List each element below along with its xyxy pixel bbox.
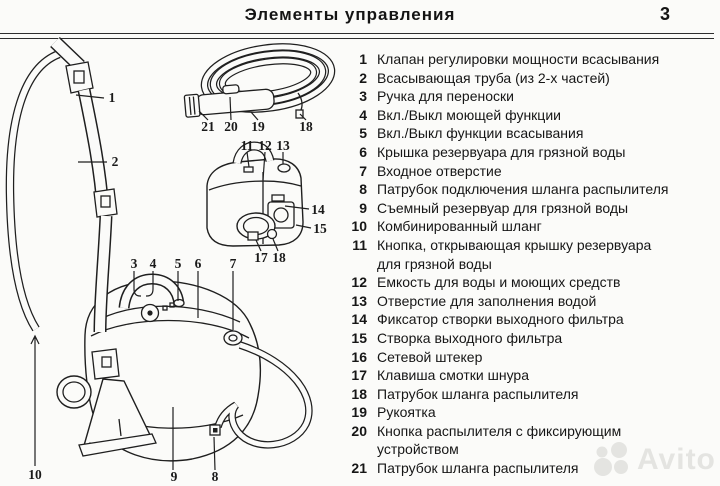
avito-watermark: Avito <box>592 440 716 480</box>
callout-11: 11 <box>241 138 254 153</box>
parts-list-item: 2 Всасывающая труба (из 2-х частей) <box>342 69 716 88</box>
callout-19: 19 <box>251 119 265 134</box>
parts-list-item: 5 Вкл./Выкл функции всасывания <box>342 124 716 143</box>
callout-3: 3 <box>131 256 138 271</box>
header-rule-top <box>0 33 714 34</box>
part-number: 9 <box>359 199 367 216</box>
part-label: Створка выходного фильтра <box>377 329 563 346</box>
part-number: 17 <box>351 367 367 384</box>
parts-list-item: 8 Патрубок подключения шланга распылителя <box>342 180 716 199</box>
part-label: Крышка резервуара для грязной воды <box>377 143 626 160</box>
parts-list-item: 7 Входное отверстие <box>342 162 716 181</box>
part-label: Патрубок шланга распылителя <box>377 385 579 402</box>
part-label: Емкость для воды и моющих средств <box>377 274 621 291</box>
part-label: Съемный резервуар для грязной воды <box>377 199 629 216</box>
part-number: 20 <box>351 422 367 439</box>
callout-18b: 18 <box>299 119 313 134</box>
callout-6: 6 <box>195 256 202 271</box>
rear-view-drawing <box>206 141 304 247</box>
callout-leaders <box>30 94 312 471</box>
avito-watermark-text: Avito <box>637 443 716 476</box>
part-label: Патрубок шланга распылителя <box>377 460 579 477</box>
spray-hose-drawing <box>183 43 336 119</box>
parts-list-item: 10 Комбинированный шланг <box>342 217 716 236</box>
callout-9: 9 <box>171 469 178 484</box>
part-label: Всасывающая труба (из 2-х частей) <box>377 69 610 86</box>
callout-13: 13 <box>276 138 290 153</box>
part-label: Вкл./Выкл функции всасывания <box>377 125 584 142</box>
combined-hose-drawing <box>5 50 61 332</box>
callout-20: 20 <box>224 119 238 134</box>
part-label: Патрубок подключения шланга распылителя <box>377 181 669 198</box>
parts-list-item: 6 Крышка резервуара для грязной воды <box>342 143 716 162</box>
part-number: 2 <box>359 69 367 86</box>
part-label: Клавиша смотки шнура <box>377 367 530 384</box>
parts-list-item: 3 Ручка для переноски <box>342 87 716 106</box>
part-number: 12 <box>351 274 367 291</box>
main-unit-drawing <box>56 273 313 462</box>
parts-list-item: 9 Съемный резервуар для грязной воды <box>342 199 716 218</box>
parts-list-item: 14 Фиксатор створки выходного фильтра <box>342 310 716 329</box>
parts-list-item: 12 Емкость для воды и моющих средств <box>342 273 716 292</box>
callout-5: 5 <box>175 256 182 271</box>
part-number: 6 <box>359 143 367 160</box>
part-label: Отверстие для заполнения водой <box>377 292 597 309</box>
callout-4: 4 <box>150 256 157 271</box>
page-title: Элементы управления <box>244 5 456 24</box>
part-label: Клапан регулировки мощности всасывания <box>377 51 660 67</box>
part-label: Входное отверстие <box>377 162 502 179</box>
callout-8: 8 <box>212 469 219 484</box>
callout-21: 21 <box>201 119 215 134</box>
parts-list-item: 13 Отверстие для заполнения водой <box>342 292 716 311</box>
part-number: 18 <box>351 385 367 402</box>
part-number: 21 <box>351 460 367 477</box>
callout-18c: 18 <box>272 250 286 265</box>
part-number: 10 <box>351 218 367 235</box>
part-number: 14 <box>351 311 367 328</box>
part-number: 4 <box>359 106 367 123</box>
parts-list-item: 1 Клапан регулировки мощности всасывания <box>342 50 716 69</box>
suction-tube-drawing <box>50 36 157 457</box>
callout-labels: 1 2 10 21 20 19 18 11 12 13 14 15 17 18 … <box>28 90 327 484</box>
parts-list-item: 4 Вкл./Выкл моющей функции <box>342 106 716 125</box>
part-number: 5 <box>359 125 367 142</box>
part-number: 8 <box>359 181 367 198</box>
callout-17: 17 <box>254 250 268 265</box>
callout-7: 7 <box>230 256 237 271</box>
part-number: 15 <box>351 329 367 346</box>
part-label: Вкл./Выкл моющей функции <box>377 106 561 123</box>
part-label: Ручка для переноски <box>377 88 514 105</box>
header-rule-bottom <box>0 37 714 39</box>
callout-2: 2 <box>112 154 119 169</box>
callout-15: 15 <box>313 221 327 236</box>
callout-14: 14 <box>311 202 325 217</box>
parts-list-item: 19 Рукоятка <box>342 403 716 422</box>
part-label: Комбинированный шланг <box>377 218 542 235</box>
part-number: 3 <box>359 88 367 105</box>
part-label: Сетевой штекер <box>377 348 483 365</box>
part-number: 16 <box>351 348 367 365</box>
part-number: 13 <box>351 292 367 309</box>
part-number: 19 <box>351 404 367 421</box>
part-number: 7 <box>359 162 367 179</box>
callout-10: 10 <box>28 467 42 482</box>
callout-1: 1 <box>109 90 116 105</box>
part-label: Фиксатор створки выходного фильтра <box>377 311 624 328</box>
parts-list-item: 15 Створка выходного фильтра <box>342 329 716 348</box>
parts-list-item: 16 Сетевой штекер <box>342 348 716 367</box>
page-number: 3 <box>659 4 670 24</box>
part-number: 11 <box>352 236 367 253</box>
parts-list-item: 18 Патрубок шланга распылителя <box>342 385 716 404</box>
parts-list-item: 17 Клавиша смотки шнура <box>342 366 716 385</box>
callout-12: 12 <box>258 138 272 153</box>
parts-list-item: 21 Патрубок шланга распылителя <box>342 459 716 478</box>
part-label: Рукоятка <box>377 404 436 421</box>
part-number: 1 <box>359 51 367 67</box>
avito-logo-icon <box>594 442 628 476</box>
